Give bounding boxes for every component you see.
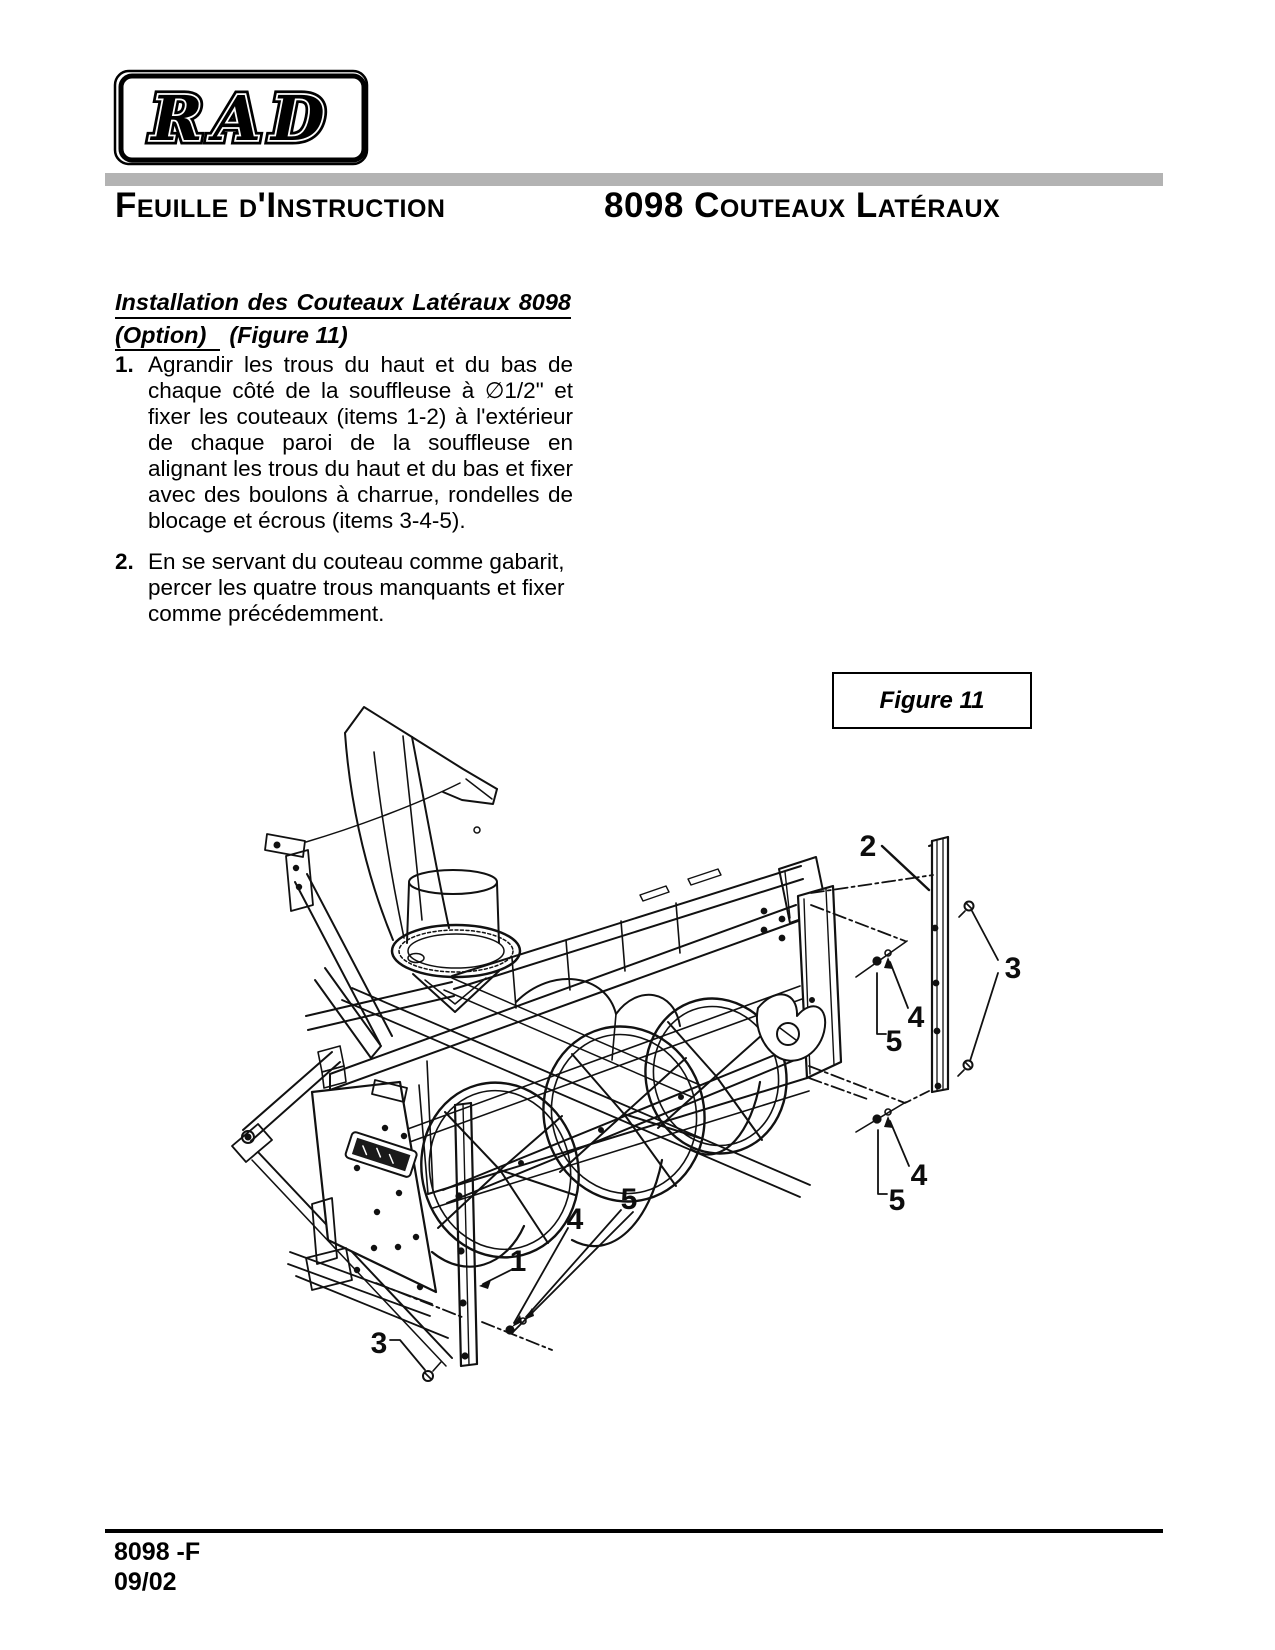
footer-rule [105, 1529, 1163, 1533]
instruction-2-number: 2. [115, 549, 134, 574]
callout-4: 4 [567, 1203, 584, 1236]
logo-text-outline: RAD [149, 82, 334, 155]
side-knife-right [928, 835, 950, 1094]
footer-date-code: 09/02 [114, 1568, 177, 1596]
logo-inner-border [118, 73, 367, 163]
instruction-1-line: blocage et écrous (items 3-4-5). [148, 508, 466, 533]
callout-4: 4 [911, 1159, 928, 1192]
document-title: Feuille d'Instruction [115, 186, 446, 225]
logo-outer-border [113, 69, 369, 166]
callout-3: 3 [1005, 952, 1022, 985]
section-heading-option: (Option) [115, 322, 221, 351]
callout-5: 5 [889, 1184, 906, 1217]
washer-nut-hardware-right [855, 940, 908, 1133]
callout-leaders [389, 844, 999, 1371]
carriage-bolts-right [957, 900, 975, 1077]
figure-label-box: Figure 11 [832, 672, 1032, 729]
discharge-chute [264, 706, 500, 944]
brand-plate [344, 1131, 418, 1178]
footer-doc-code: 8098 -F [114, 1538, 201, 1566]
left-side-wall [287, 1079, 449, 1339]
instruction-1-line: alignant les trous du haut et du bas et … [148, 456, 573, 481]
instruction-1-line: fixer les couteaux (items 1-2) à l'extér… [148, 404, 573, 429]
instruction-2-line: comme précédemment. [148, 601, 385, 626]
alignment-lines [375, 874, 934, 1351]
callout-4: 4 [908, 1001, 925, 1034]
instruction-1-line: de chaque paroi de la souffleuse en [148, 430, 573, 455]
side-knife-left [453, 1101, 479, 1368]
instruction-1-line: Agrandir les trous du haut et du bas de [148, 352, 573, 377]
instruction-item-2: 2. En se servant du couteau comme gabari… [115, 549, 573, 627]
instruction-1-line: avec des boulons à charrue, rondelles de [148, 482, 573, 507]
gray-divider-bar [105, 173, 1163, 186]
instruction-2-text: En se servant du couteau comme gabarit, … [148, 549, 573, 627]
section-heading: Installation des Couteaux Latéraux 8098 … [115, 288, 571, 351]
logo-text: RAD [149, 82, 334, 155]
section-heading-line2: (Option) (Figure 11) [115, 321, 571, 351]
callout-numbers: 2 3 4 5 4 5 5 4 1 3 [371, 830, 1022, 1360]
instruction-1-text: Agrandir les trous du haut et du bas de … [148, 352, 573, 534]
callout-5: 5 [886, 1025, 903, 1058]
section-heading-line1: Installation des Couteaux Latéraux 8098 [115, 288, 571, 319]
rad-logo: RAD RAD RAD [112, 68, 374, 168]
instruction-1-number: 1. [115, 352, 134, 377]
rad-logo-graphic: RAD RAD RAD [113, 69, 369, 166]
section-heading-figure-ref: (Figure 11) [229, 322, 348, 348]
leader-arrowheads [479, 957, 893, 1327]
callout-5: 5 [621, 1183, 638, 1216]
callout-2: 2 [860, 830, 877, 863]
figure-label: Figure 11 [879, 686, 985, 714]
instruction-item-1: 1. Agrandir les trous du haut et du bas … [115, 352, 573, 534]
callout-1: 1 [510, 1245, 527, 1278]
logo-text-highlight: RAD [149, 82, 334, 155]
product-title: 8098 Couteaux Latéraux [604, 186, 1001, 225]
washer-nut-hardware-bottom [422, 1317, 527, 1382]
chute-gear-ring [390, 923, 522, 1013]
instruction-2-line: percer les quatre trous manquants et fix… [148, 575, 565, 600]
blower-housing [418, 978, 810, 1209]
auger-assembly [420, 993, 827, 1268]
callout-3: 3 [371, 1327, 388, 1360]
instruction-1-line: chaque côté de la souffleuse à ∅1/2" et [148, 378, 573, 403]
instruction-2-line: En se servant du couteau comme gabarit, [148, 549, 565, 574]
